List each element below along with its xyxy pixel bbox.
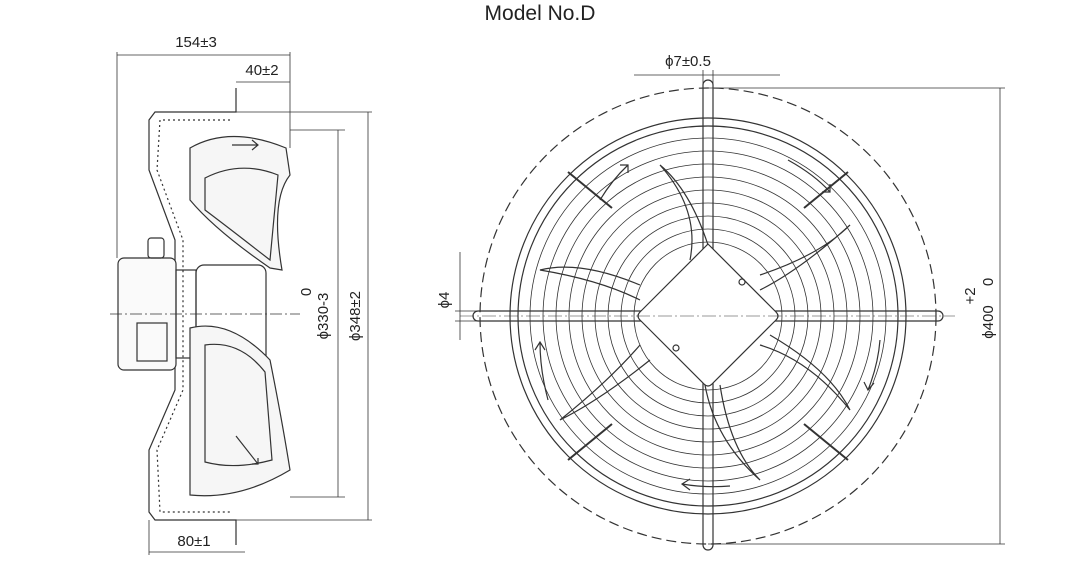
front-view — [455, 70, 1005, 551]
cable-gland — [147, 237, 165, 259]
dim-overall-tol-upper: +2 — [962, 287, 979, 304]
blade-lower — [189, 325, 291, 497]
guard-strut — [803, 171, 849, 209]
dim-depth-total: 154±3 — [175, 34, 217, 51]
fan-blade — [559, 344, 651, 421]
fan-blade — [759, 334, 851, 411]
side-view — [110, 52, 372, 555]
dim-flange-depth: 40±2 — [245, 62, 278, 79]
rotation-arrow-icon — [235, 435, 259, 465]
mounting-plate — [637, 243, 779, 387]
rotation-arrow-icon — [534, 340, 549, 401]
dim-inner-dia-upper: 0 — [298, 288, 315, 296]
dim-hole-dia: ϕ4 — [436, 292, 453, 309]
fan-blade — [539, 266, 641, 301]
fan-blade — [659, 164, 709, 261]
guard-strut — [567, 171, 613, 209]
guard-strut — [567, 423, 613, 461]
blade-upper-inner — [204, 167, 279, 262]
blade-upper — [189, 135, 291, 271]
mounting-hole — [738, 278, 746, 286]
rotation-arrow-icon — [863, 339, 881, 392]
dim-slot-width: ϕ7±0.5 — [665, 53, 711, 70]
guard-inner-line — [156, 119, 230, 513]
rotation-arrow-icon — [787, 159, 831, 193]
dim-inner-dia: ϕ330-3 — [315, 293, 332, 340]
dim-overall-tol-lower: 0 — [980, 278, 997, 286]
dim-overall-dia: ϕ400 — [980, 305, 997, 338]
fan-blade — [704, 384, 761, 481]
dim-bottom-depth: 80±1 — [177, 533, 210, 550]
rotation-arrow-icon — [232, 139, 259, 151]
fan-blade — [759, 224, 851, 291]
terminal-box — [136, 322, 168, 362]
rotation-arrow-icon — [599, 164, 629, 201]
guard-strut — [803, 423, 849, 461]
drawing-title: Model No.D — [484, 2, 596, 25]
blade-lower-inner — [204, 343, 273, 467]
mounting-hole — [672, 344, 680, 352]
dim-outer-dia: ϕ348±2 — [347, 291, 364, 341]
rotation-arrow-icon — [680, 478, 731, 491]
